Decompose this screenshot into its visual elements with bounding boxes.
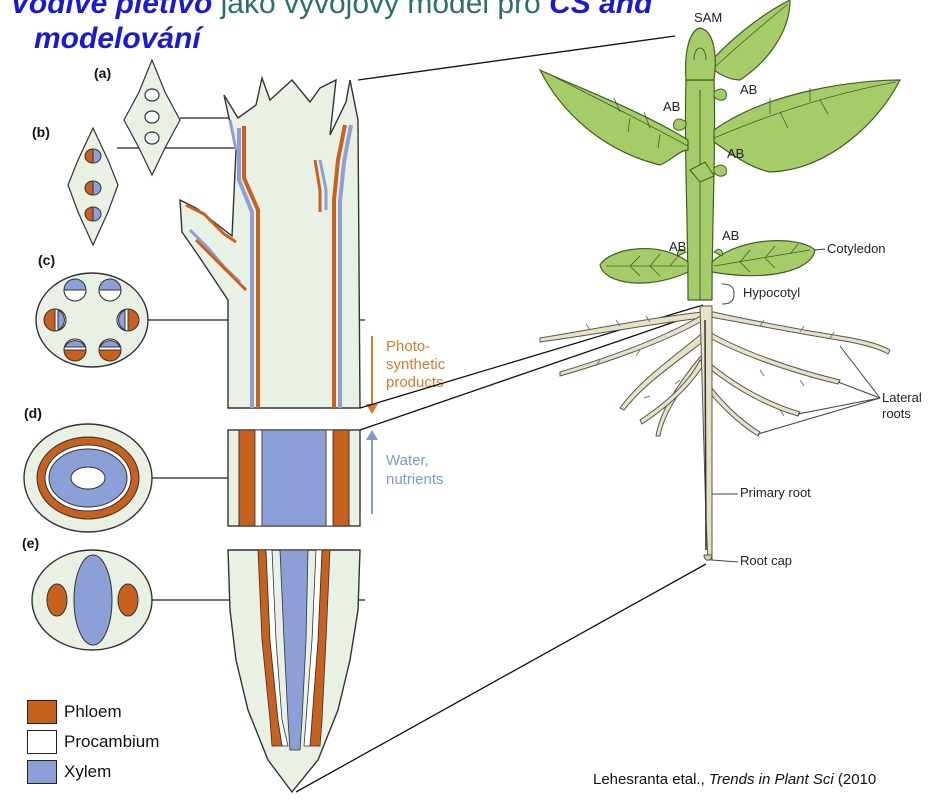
- legend-item-procambium: Procambium: [27, 727, 159, 757]
- hypocotyl-longitudinal: [228, 430, 360, 526]
- axillary-bud: [714, 165, 726, 176]
- legend-swatch: [27, 700, 57, 724]
- label-ab-2: AB: [740, 82, 757, 97]
- photosynthetic-flow-arrow: [366, 336, 378, 414]
- section-a-bundle: [145, 132, 159, 144]
- legend-swatch: [27, 730, 57, 754]
- citation: Lehesranta etal., Trends in Plant Sci (2…: [593, 771, 876, 788]
- seedling-illustration: [540, 0, 900, 560]
- citation-authors: Lehesranta etal.,: [593, 771, 709, 788]
- legend: Phloem Procambium Xylem: [27, 697, 159, 787]
- panel-label-e: (e): [22, 535, 39, 551]
- label-ab-1: AB: [663, 99, 680, 114]
- legend-item-phloem: Phloem: [27, 697, 159, 727]
- photosynthetic-label: Photo- synthetic products: [386, 338, 449, 391]
- label-ab-4: AB: [669, 239, 686, 254]
- section-a-bundle: [145, 89, 159, 101]
- citation-year: (2010: [834, 771, 877, 788]
- label-hypocotyl: Hypocotyl: [743, 285, 800, 300]
- legend-label: Phloem: [64, 702, 122, 722]
- label-lateral-roots: Lateral roots: [882, 390, 925, 421]
- axillary-bud: [714, 89, 726, 100]
- panel-label-c: (c): [38, 252, 55, 268]
- root-longitudinal: [228, 550, 360, 792]
- panel-label-a: (a): [94, 65, 111, 81]
- citation-journal: Trends in Plant Sci: [709, 771, 834, 788]
- label-ab-3: AB: [727, 146, 744, 161]
- legend-item-xylem: Xylem: [27, 757, 159, 787]
- panel-label-b: (b): [32, 124, 50, 140]
- legend-swatch: [27, 760, 57, 784]
- water-flow-arrow: [366, 430, 378, 514]
- label-ab-5: AB: [722, 228, 739, 243]
- leaf-left: [540, 70, 688, 165]
- panel-label-d: (d): [24, 405, 42, 421]
- label-primary-root: Primary root: [740, 485, 811, 500]
- axillary-bud: [674, 119, 686, 130]
- shoot-longitudinal: [180, 78, 360, 408]
- water-label: Water, nutrients: [386, 452, 444, 488]
- label-root-cap: Root cap: [740, 553, 792, 568]
- section-a-bundle: [145, 111, 159, 123]
- legend-label: Xylem: [64, 762, 111, 782]
- axillary-bud: [714, 249, 723, 256]
- legend-label: Procambium: [64, 732, 159, 752]
- label-cotyledon: Cotyledon: [827, 241, 886, 256]
- label-sam: SAM: [694, 10, 722, 25]
